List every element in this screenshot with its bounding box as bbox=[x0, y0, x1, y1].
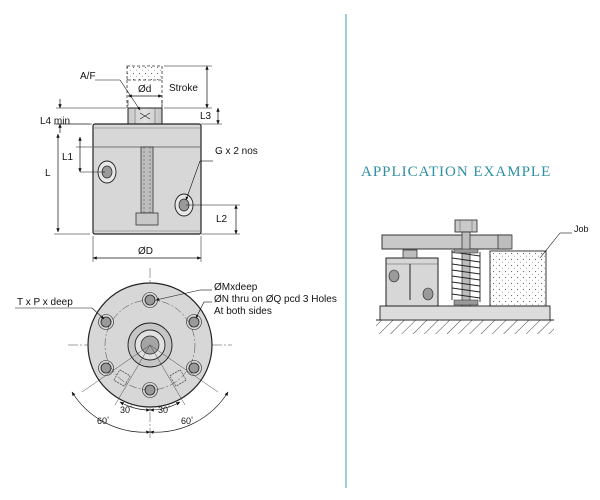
clamp-arm bbox=[381, 234, 511, 250]
port-left bbox=[97, 160, 117, 184]
l4min-label: L4 min bbox=[40, 116, 70, 127]
tpx-label: T x P x deep bbox=[17, 297, 73, 308]
application-title: APPLICATION EXAMPLE bbox=[361, 164, 551, 180]
oD-label: ØD bbox=[138, 246, 153, 257]
deg30-right: 30° bbox=[158, 405, 171, 415]
deg60-right: 60° bbox=[181, 416, 194, 426]
application-example: Job bbox=[376, 219, 589, 334]
deg30-left: 30° bbox=[120, 405, 133, 415]
l3-label: L3 bbox=[200, 111, 212, 122]
l1-label: L1 bbox=[62, 152, 74, 163]
g-label: G x 2 nos bbox=[215, 146, 258, 157]
job-workpiece bbox=[489, 250, 547, 307]
deg60-left: 60° bbox=[97, 416, 110, 426]
af-label: A/F bbox=[80, 71, 96, 82]
om-label: ØMxdeep bbox=[214, 282, 258, 293]
on-label: ØN thru on ØQ pcd 3 Holes bbox=[214, 294, 337, 305]
l2-label: L2 bbox=[216, 214, 228, 225]
l-label: L bbox=[45, 168, 51, 179]
plunger-extended bbox=[126, 65, 163, 81]
od-label: Ød bbox=[138, 84, 151, 95]
both-sides-label: At both sides bbox=[214, 306, 272, 317]
stroke-label: Stroke bbox=[169, 83, 198, 94]
side-view: Ød A/F Stroke L3 L4 min L L1 G x 2 bbox=[40, 65, 258, 262]
mounting-holes bbox=[98, 292, 202, 398]
bottom-view: 30° 30° 60° 60° T x P x deep ØMxdeep ØN … bbox=[15, 268, 337, 440]
job-label: Job bbox=[574, 224, 589, 234]
spring bbox=[451, 250, 481, 302]
